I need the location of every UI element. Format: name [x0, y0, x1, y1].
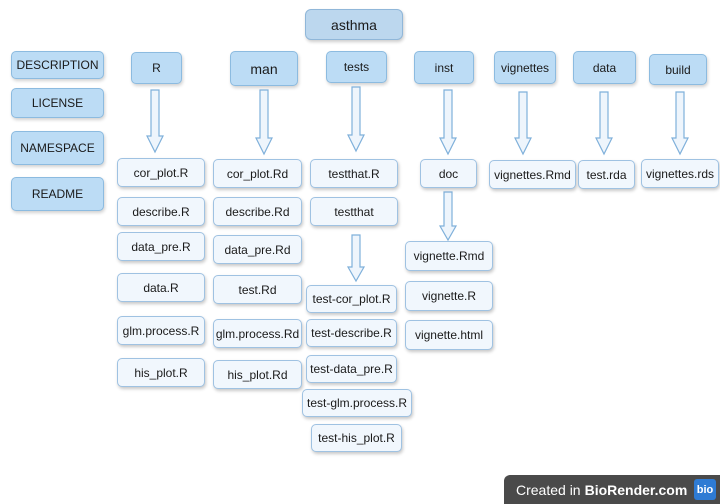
folder-man: man [230, 51, 298, 86]
top-file-readme: README [11, 177, 104, 211]
folder-data: data [573, 51, 636, 84]
file-testthat-3: test-glm.process.R [302, 389, 412, 417]
file-testthat-0: test-cor_plot.R [306, 285, 397, 313]
file-man-2: data_pre.Rd [213, 235, 302, 264]
root-node: asthma [305, 9, 403, 40]
biorender-logo: bio [694, 479, 716, 500]
file-man-0: cor_plot.Rd [213, 159, 302, 188]
file-data-0: test.rda [578, 160, 635, 189]
file-testthat-4: test-his_plot.R [311, 424, 402, 452]
file-doc-0: vignette.Rmd [405, 241, 493, 271]
folder-r: R [131, 52, 182, 84]
folder-vignettes: vignettes [494, 51, 556, 84]
file-r-4: glm.process.R [117, 316, 205, 345]
folder-inst: inst [414, 51, 474, 84]
folder-tests: tests [326, 51, 387, 83]
file-man-1: describe.Rd [213, 197, 302, 226]
file-r-2: data_pre.R [117, 232, 205, 261]
file-doc-1: vignette.R [405, 281, 493, 311]
file-vignettes-0: vignettes.Rmd [489, 160, 576, 189]
file-testthat-2: test-data_pre.R [306, 355, 397, 383]
file-r-0: cor_plot.R [117, 158, 205, 187]
arrow-build [671, 91, 689, 156]
biorender-watermark: Created in BioRender.com bio [504, 475, 720, 504]
file-man-3: test.Rd [213, 275, 302, 304]
arrow-r [146, 89, 164, 154]
file-tests-0: testthat.R [310, 159, 398, 188]
arrow-man [255, 89, 273, 156]
file-testthat-1: test-describe.R [306, 319, 397, 347]
arrow-doc [438, 191, 458, 242]
folder-build: build [649, 54, 707, 85]
file-r-1: describe.R [117, 197, 205, 226]
file-man-4: glm.process.Rd [213, 319, 302, 348]
top-file-description: DESCRIPTION [11, 51, 104, 79]
top-file-license: LICENSE [11, 88, 104, 118]
arrow-tests [347, 86, 365, 153]
root-label: asthma [331, 16, 377, 33]
top-file-namespace: NAMESPACE [11, 131, 104, 165]
arrow-data [595, 91, 613, 156]
file-build-0: vignettes.rds [641, 159, 719, 188]
watermark-prefix: Created in [516, 481, 581, 498]
file-tests-1: testthat [310, 197, 398, 226]
file-r-5: his_plot.R [117, 358, 205, 387]
file-r-3: data.R [117, 273, 205, 302]
file-doc-2: vignette.html [405, 320, 493, 350]
file-man-5: his_plot.Rd [213, 360, 302, 389]
watermark-brand: BioRender.com [584, 481, 688, 498]
arrow-inst [439, 89, 457, 156]
file-inst-doc: doc [420, 159, 477, 188]
arrow-testthat [346, 234, 366, 283]
arrow-vignettes [514, 91, 532, 156]
